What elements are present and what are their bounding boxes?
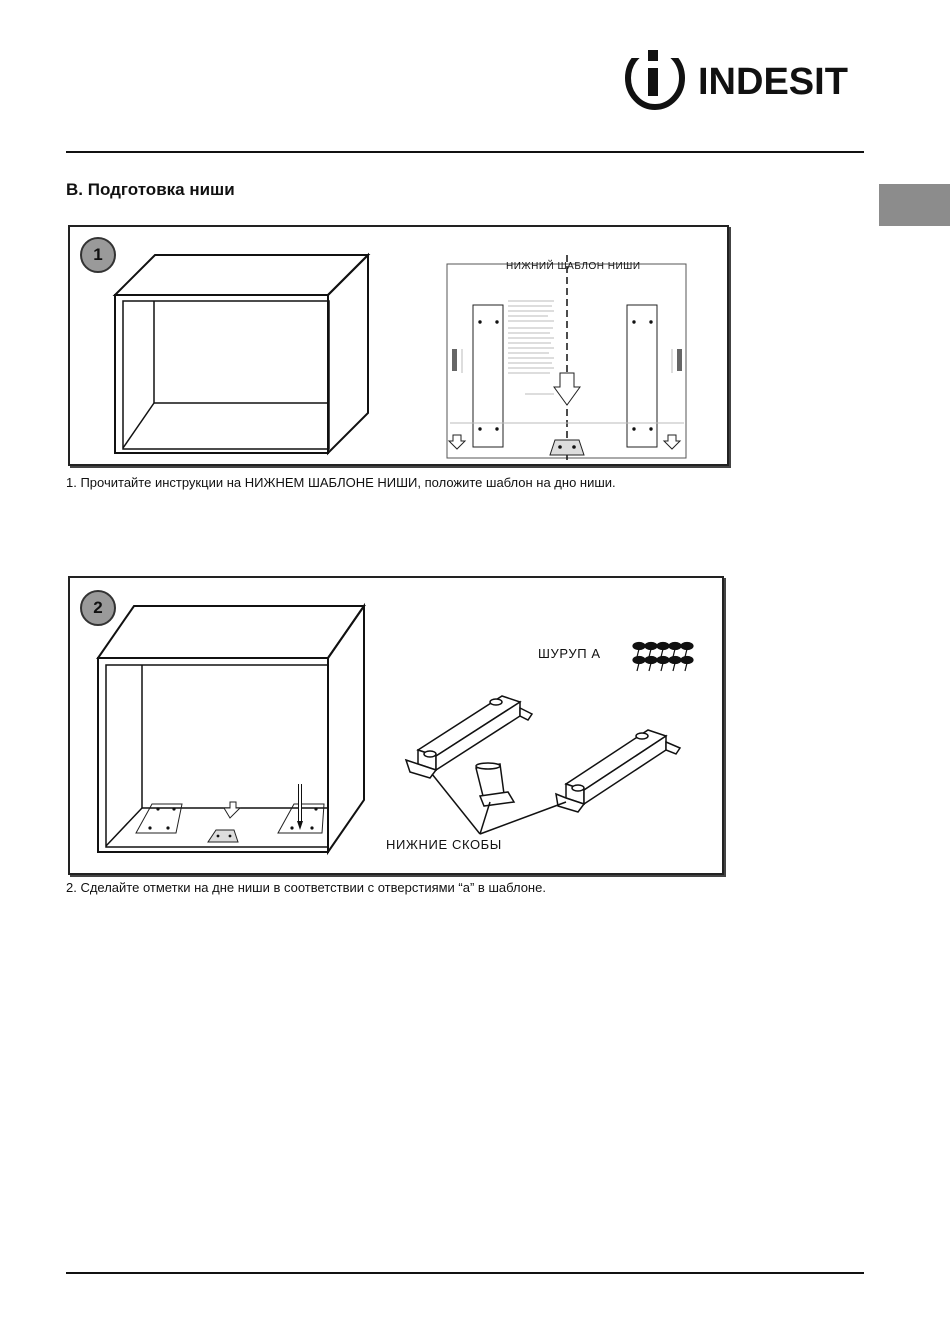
step-1-caption: 1. Прочитайте инструкции на НИЖНЕМ ШАБЛО… xyxy=(66,475,616,490)
figure-1-frame: 1 НИЖНИЙ ШАБЛОН НИШИ xyxy=(68,225,729,466)
header-rule xyxy=(66,151,864,153)
step-2-caption: 2. Сделайте отметки на дне ниши в соотве… xyxy=(66,880,546,895)
side-tab-marker xyxy=(879,184,950,226)
step-1-badge: 1 xyxy=(80,237,116,273)
brand-wordmark: INDESIT xyxy=(698,61,848,103)
figure-2-illustration xyxy=(70,578,722,873)
screws-icon xyxy=(633,643,693,672)
bottom-brackets-drawing xyxy=(406,696,680,812)
template-title: НИЖНИЙ ШАБЛОН НИШИ xyxy=(506,261,641,272)
figure-2-frame: 2 ШУРУП А НИЖНИЕ СКОБЫ xyxy=(68,576,724,875)
template-text-lines xyxy=(508,301,554,394)
step-2-badge: 2 xyxy=(80,590,116,626)
template-sheet-drawing xyxy=(447,255,686,463)
niche-box-drawing xyxy=(115,255,368,453)
pencil-icon xyxy=(297,784,303,830)
screw-a-label: ШУРУП А xyxy=(538,646,601,661)
center-arrow-icon xyxy=(554,373,580,405)
footer-rule xyxy=(66,1272,864,1274)
bottom-brackets-label: НИЖНИЕ СКОБЫ xyxy=(386,837,502,852)
section-title: B. Подготовка ниши xyxy=(66,180,235,200)
down-arrow-icon xyxy=(224,802,240,818)
indesit-logo: INDESIT xyxy=(624,44,864,110)
center-bracket-shape xyxy=(550,440,584,455)
